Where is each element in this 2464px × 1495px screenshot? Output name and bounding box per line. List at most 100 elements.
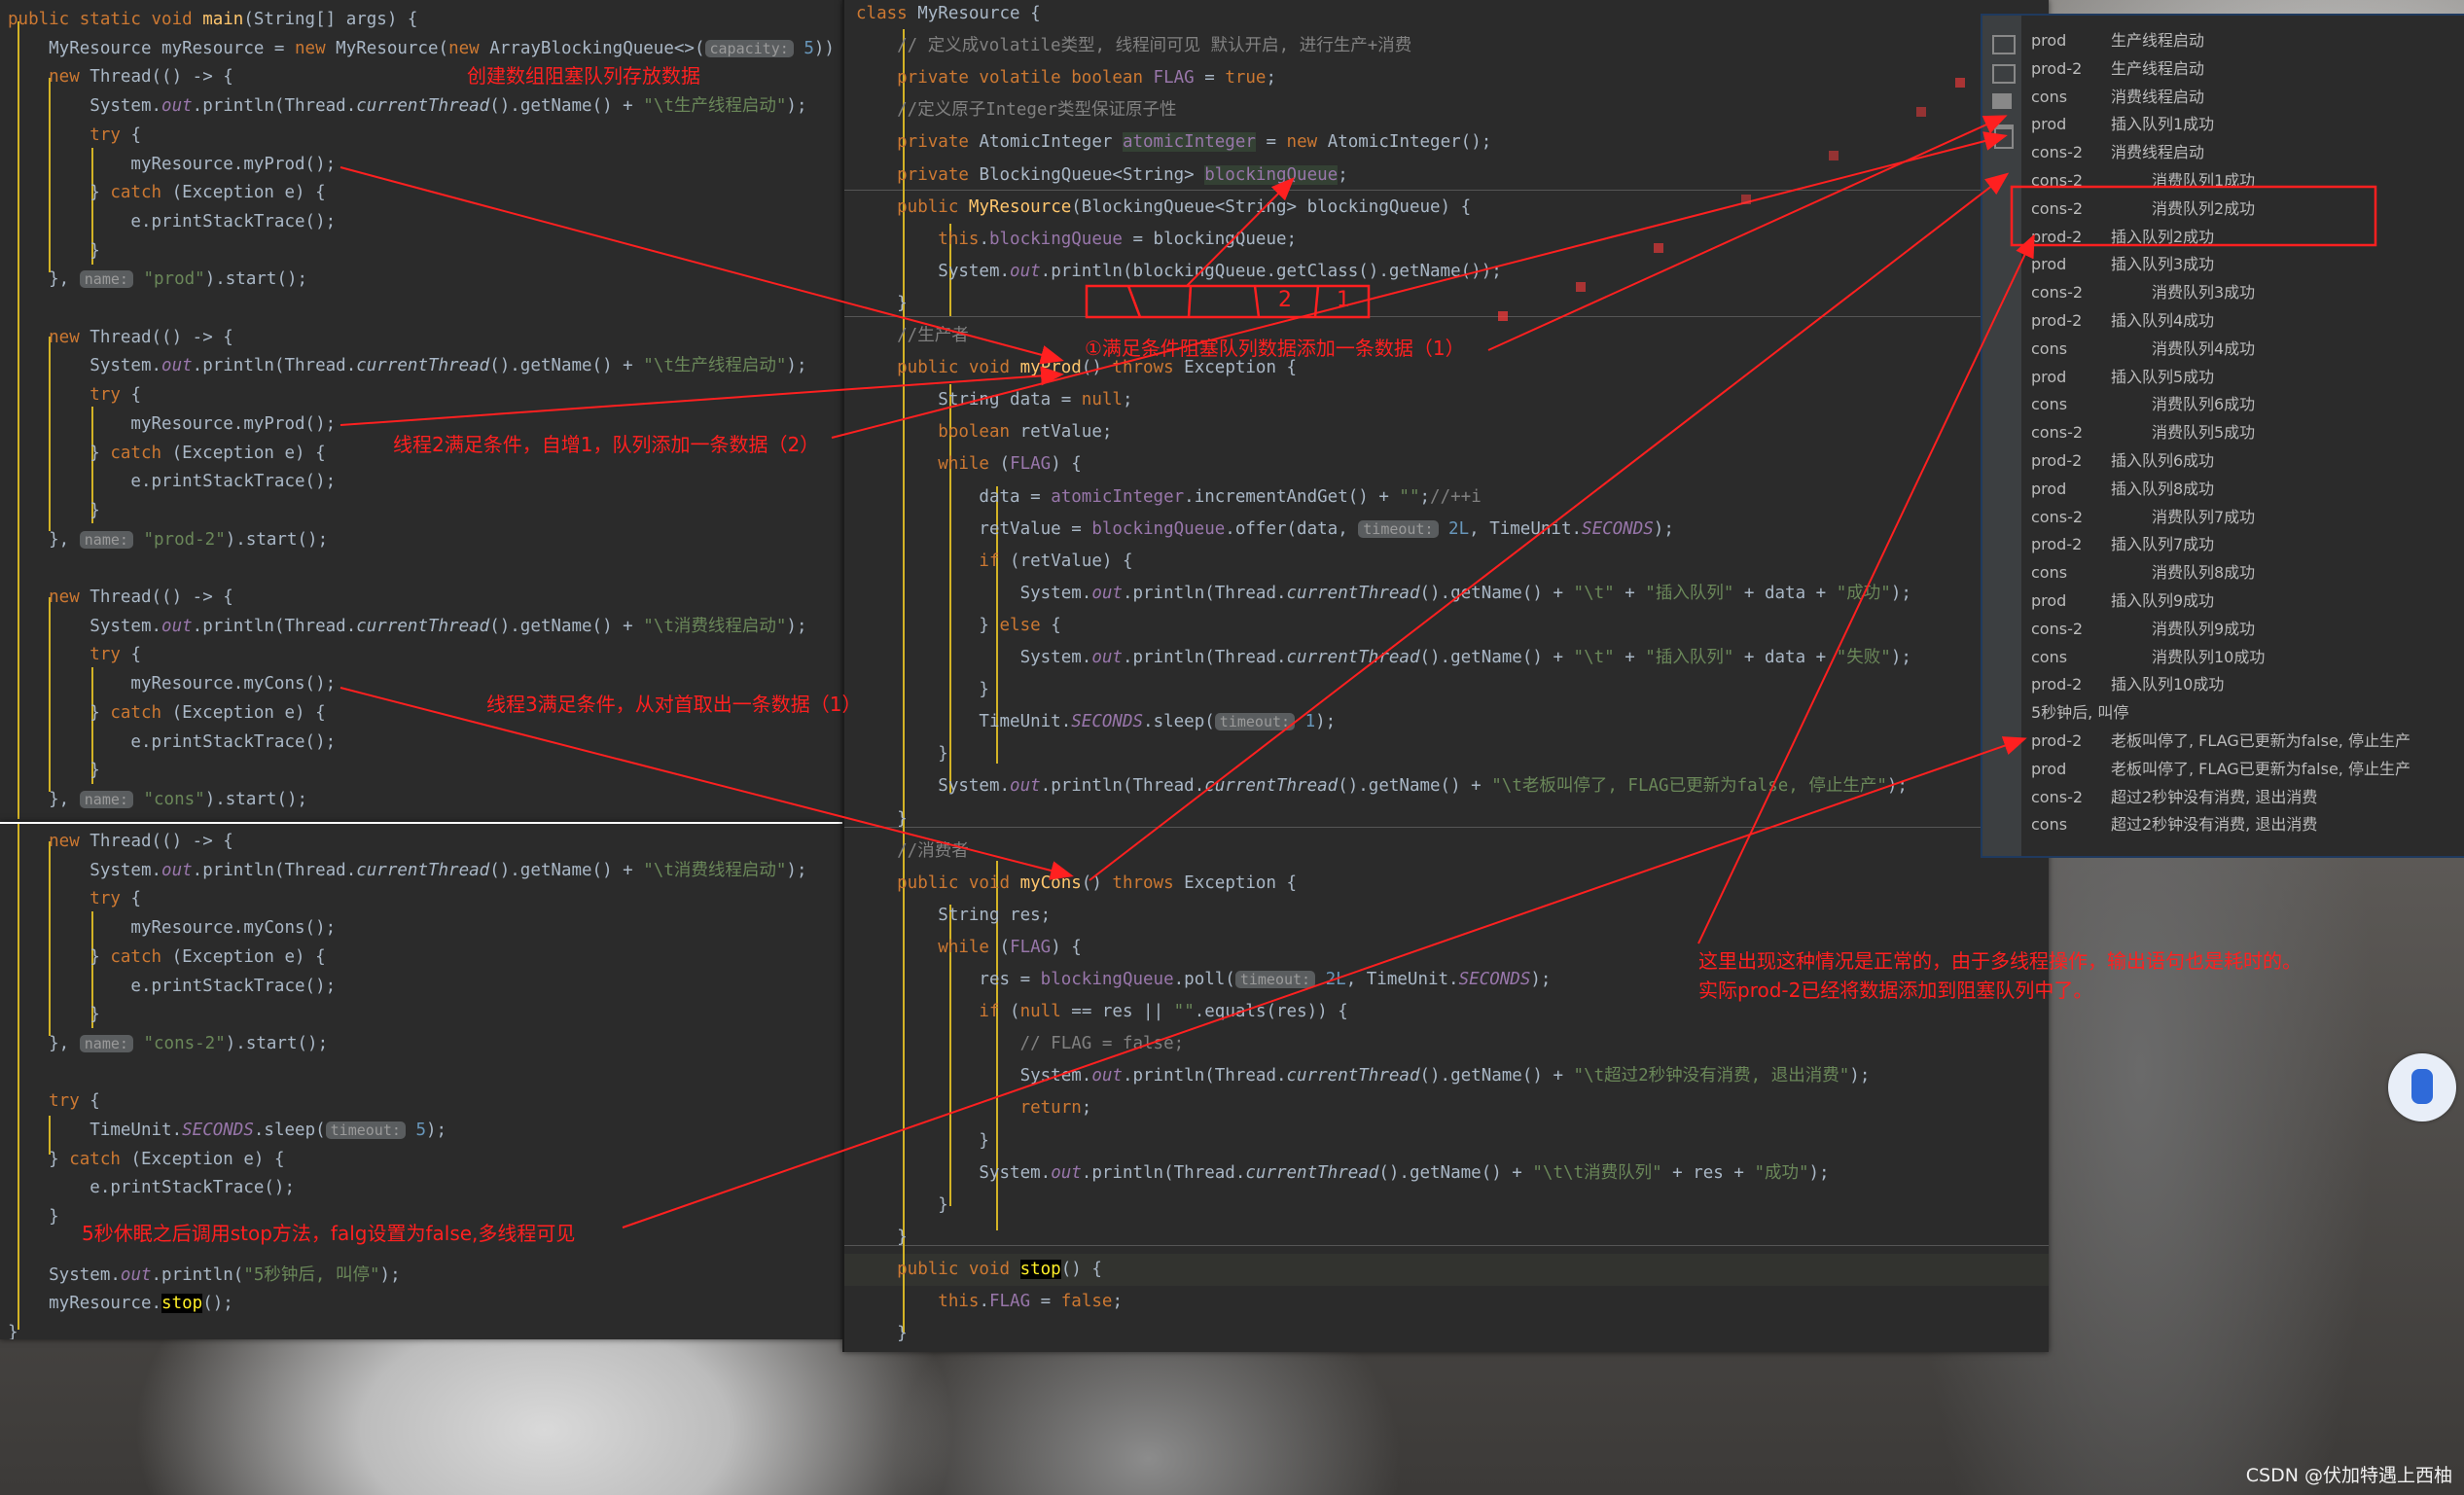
code-line[interactable]: MyResource myResource = new MyResource(n… bbox=[8, 35, 835, 63]
code-line[interactable]: } else { bbox=[856, 612, 1060, 640]
code-line[interactable]: myResource.myProd(); bbox=[8, 410, 336, 439]
editor-main-method-bottom[interactable]: new Thread(() -> { System.out.println(Th… bbox=[0, 822, 842, 1339]
code-line[interactable]: System.out.println(Thread.currentThread(… bbox=[856, 580, 1911, 608]
code-line[interactable]: } catch (Exception e) { bbox=[8, 1146, 284, 1174]
code-line[interactable]: } bbox=[8, 757, 100, 785]
code-line[interactable]: if (retValue) { bbox=[856, 548, 1132, 576]
console-message: 插入队列8成功 bbox=[2111, 479, 2215, 498]
code-line[interactable]: //定义原子Integer类型保证原子性 bbox=[856, 96, 1176, 125]
code-line[interactable]: TimeUnit.SECONDS.sleep(timeout: 1); bbox=[856, 708, 1336, 736]
editor-myresource-class[interactable]: class MyResource { // 定义成volatile类型, 线程间… bbox=[842, 0, 2049, 1352]
wrap-icon[interactable] bbox=[1992, 64, 2016, 84]
code-line[interactable]: } bbox=[8, 237, 100, 266]
code-line[interactable]: } catch (Exception e) { bbox=[8, 943, 325, 972]
code-line[interactable]: } bbox=[8, 1203, 59, 1231]
code-line[interactable]: // 定义成volatile类型, 线程间可见 默认开启, 进行生产+消费 bbox=[856, 32, 1411, 60]
code-line[interactable]: this.blockingQueue = blockingQueue; bbox=[856, 226, 1297, 254]
code-line[interactable]: } catch (Exception e) { bbox=[8, 440, 325, 468]
code-line[interactable]: System.out.println("5秒钟后, 叫停"); bbox=[8, 1262, 400, 1290]
code-line[interactable]: e.printStackTrace(); bbox=[8, 973, 336, 1001]
code-line[interactable]: try { bbox=[8, 641, 141, 669]
code-line[interactable]: } bbox=[856, 1224, 908, 1252]
code-line[interactable]: new Thread(() -> { bbox=[8, 584, 233, 612]
code-line[interactable]: this.FLAG = false; bbox=[856, 1288, 1123, 1316]
code-token: Exception { bbox=[1184, 358, 1298, 378]
code-line[interactable]: System.out.println(Thread.currentThread(… bbox=[8, 352, 806, 380]
code-line[interactable]: return; bbox=[856, 1094, 1092, 1122]
code-line[interactable]: e.printStackTrace(); bbox=[8, 468, 336, 496]
code-token: "" bbox=[1173, 1002, 1195, 1022]
code-line[interactable]: try { bbox=[8, 381, 141, 409]
code-line[interactable]: } bbox=[856, 740, 948, 768]
code-line[interactable]: System.out.println(Thread.currentThread(… bbox=[8, 92, 806, 121]
code-line[interactable]: } bbox=[856, 290, 908, 318]
code-line[interactable]: // FLAG = false; bbox=[856, 1030, 1185, 1058]
code-token: "cons" bbox=[132, 789, 205, 809]
trash-icon[interactable] bbox=[1994, 125, 2014, 149]
floating-helper-button[interactable] bbox=[2388, 1053, 2456, 1121]
code-token: } bbox=[8, 443, 111, 463]
code-line[interactable]: e.printStackTrace(); bbox=[8, 729, 336, 757]
code-line[interactable]: String data = null; bbox=[856, 386, 1132, 414]
code-line[interactable]: e.printStackTrace(); bbox=[8, 1174, 295, 1202]
code-line[interactable]: new Thread(() -> { bbox=[8, 63, 233, 91]
code-line[interactable]: public static void main(String[] args) { bbox=[8, 6, 417, 34]
code-line[interactable]: System.out.println(Thread.currentThread(… bbox=[856, 772, 1908, 801]
print-icon[interactable] bbox=[1992, 93, 2012, 109]
code-line[interactable]: try { bbox=[8, 885, 141, 913]
code-line[interactable]: System.out.println(Thread.currentThread(… bbox=[856, 1062, 1871, 1090]
code-line[interactable]: e.printStackTrace(); bbox=[8, 208, 336, 236]
code-line[interactable]: String res; bbox=[856, 902, 1051, 930]
code-line[interactable]: } bbox=[856, 1127, 989, 1156]
code-line[interactable]: } bbox=[8, 1319, 18, 1339]
code-line[interactable]: new Thread(() -> { bbox=[8, 828, 233, 856]
code-line[interactable]: boolean retValue; bbox=[856, 418, 1112, 446]
code-line[interactable]: myResource.myCons(); bbox=[8, 670, 336, 698]
code-line[interactable]: while (FLAG) { bbox=[856, 450, 1082, 479]
code-line[interactable]: if (null == res || "".equals(res)) { bbox=[856, 998, 1347, 1026]
code-line[interactable]: try { bbox=[8, 122, 141, 150]
code-line[interactable]: private BlockingQueue<String> blockingQu… bbox=[856, 161, 1348, 190]
code-line[interactable]: retValue = blockingQueue.offer(data, tim… bbox=[856, 516, 1673, 544]
code-line[interactable]: public void stop() { bbox=[856, 1256, 1102, 1284]
code-line[interactable]: myResource.myCons(); bbox=[8, 914, 336, 943]
code-line[interactable]: System.out.println(Thread.currentThread(… bbox=[8, 857, 806, 885]
code-line[interactable]: private volatile boolean FLAG = true; bbox=[856, 64, 1276, 92]
code-line[interactable]: //消费者 bbox=[856, 837, 969, 866]
code-line[interactable]: } bbox=[856, 1192, 948, 1220]
code-line[interactable]: }, name: "cons-2").start(); bbox=[8, 1030, 328, 1058]
code-line[interactable]: } bbox=[856, 676, 989, 704]
code-line[interactable]: public MyResource(BlockingQueue<String> … bbox=[856, 194, 1471, 222]
code-line[interactable]: public void myCons() throws Exception { bbox=[856, 870, 1297, 898]
code-line[interactable]: private AtomicInteger atomicInteger = ne… bbox=[856, 128, 1491, 157]
code-line[interactable]: } bbox=[856, 1320, 908, 1348]
code-line[interactable]: } bbox=[856, 805, 908, 834]
scroll-icon[interactable] bbox=[1992, 35, 2016, 54]
code-line[interactable]: new Thread(() -> { bbox=[8, 324, 233, 352]
code-line[interactable]: }, name: "cons").start(); bbox=[8, 786, 307, 814]
code-line[interactable]: res = blockingQueue.poll(timeout: 2L, Ti… bbox=[856, 966, 1551, 994]
code-line[interactable]: myResource.myProd(); bbox=[8, 151, 336, 179]
code-line[interactable]: } bbox=[8, 497, 100, 525]
code-line[interactable]: } bbox=[8, 1001, 100, 1029]
code-line[interactable]: System.out.println(blockingQueue.getClas… bbox=[856, 258, 1502, 286]
code-line[interactable]: data = atomicInteger.incrementAndGet() +… bbox=[856, 483, 1481, 512]
code-line[interactable]: }, name: "prod").start(); bbox=[8, 266, 307, 294]
code-token: out bbox=[1091, 648, 1123, 667]
code-line[interactable]: class MyResource { bbox=[856, 0, 1041, 28]
code-line[interactable]: //生产者 bbox=[856, 322, 969, 350]
code-line[interactable]: System.out.println(Thread.currentThread(… bbox=[8, 613, 806, 641]
code-token: blockingQueue bbox=[1091, 518, 1226, 539]
code-line[interactable]: System.out.println(Thread.currentThread(… bbox=[856, 1159, 1829, 1188]
code-line[interactable]: } catch (Exception e) { bbox=[8, 699, 325, 728]
code-line[interactable]: System.out.println(Thread.currentThread(… bbox=[856, 644, 1911, 672]
code-line[interactable]: try { bbox=[8, 1087, 100, 1116]
code-line[interactable]: }, name: "prod-2").start(); bbox=[8, 526, 328, 554]
code-token: } bbox=[8, 183, 111, 203]
code-line[interactable]: while (FLAG) { bbox=[856, 934, 1082, 962]
code-line[interactable]: } catch (Exception e) { bbox=[8, 179, 325, 207]
code-line[interactable]: TimeUnit.SECONDS.sleep(timeout: 5); bbox=[8, 1117, 446, 1145]
code-line[interactable]: myResource.stop(); bbox=[8, 1290, 233, 1318]
